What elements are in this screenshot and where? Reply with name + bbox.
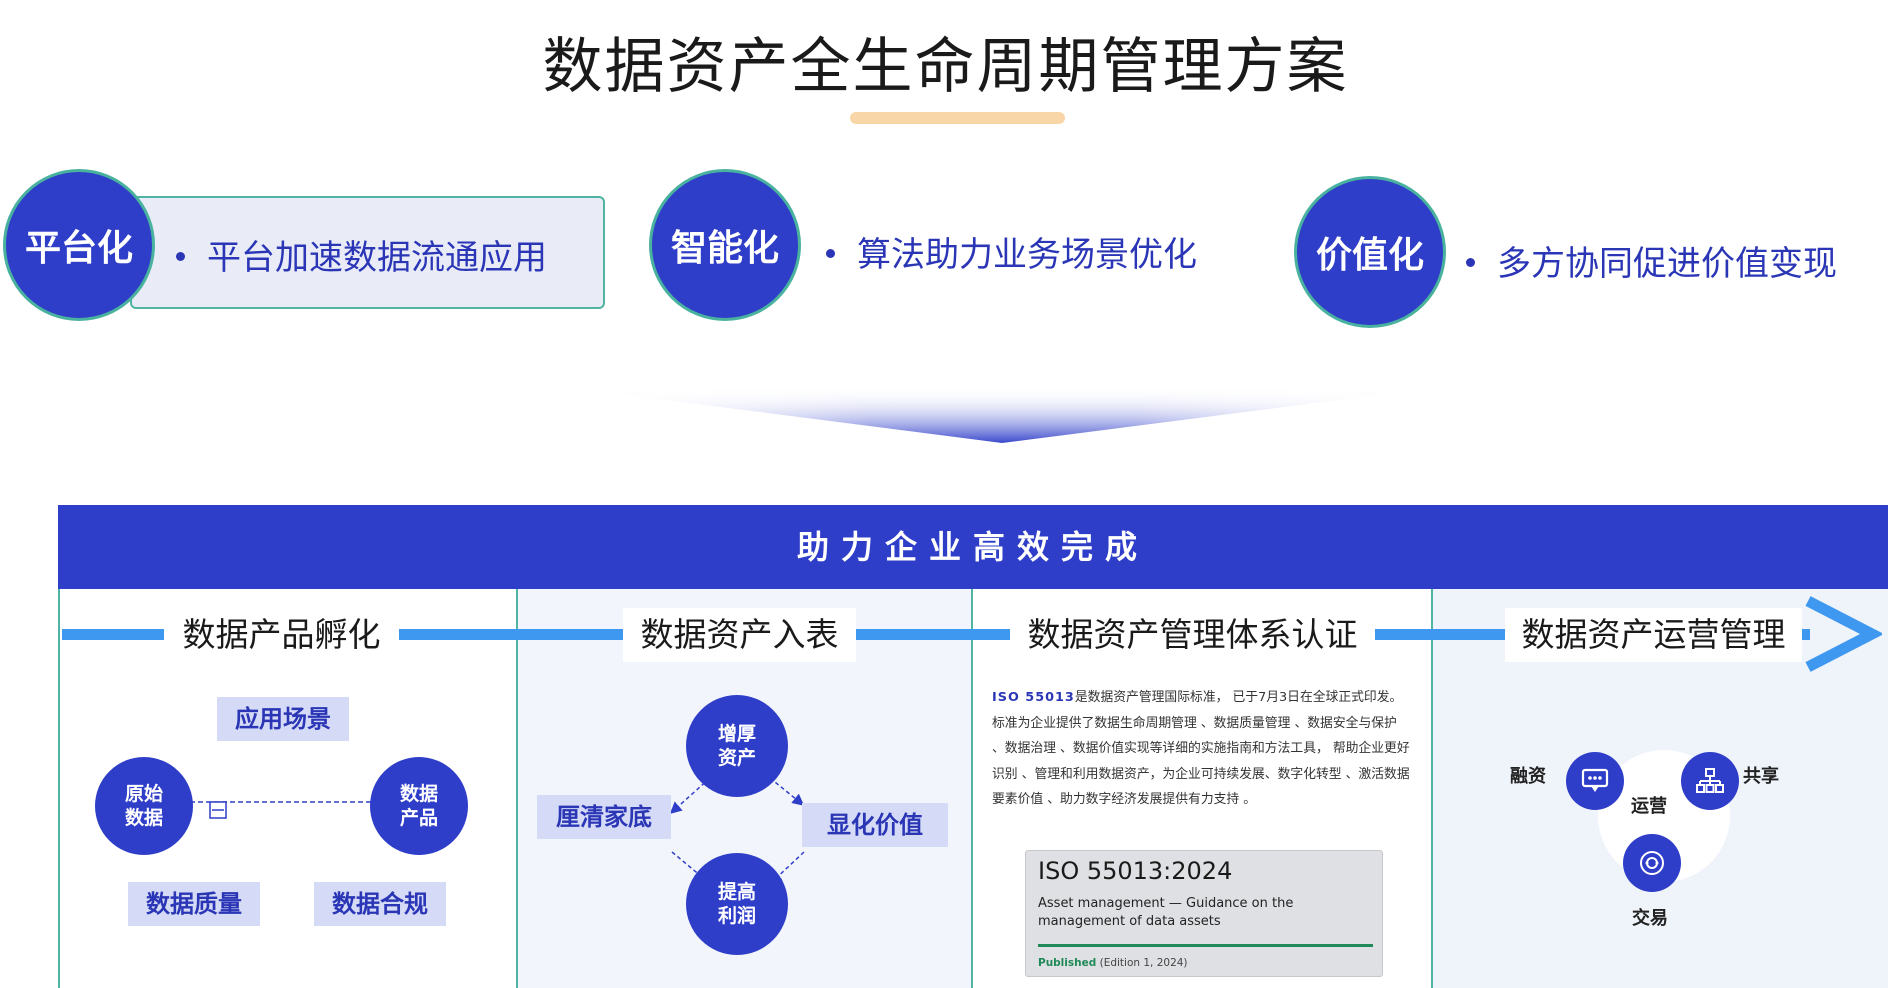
bullet-icon bbox=[176, 251, 185, 261]
feature-circle-platform: 平台化 bbox=[3, 169, 155, 321]
operations-label-financing: 融资 bbox=[1510, 766, 1546, 787]
node-data-product: 数据产品 bbox=[370, 757, 468, 855]
chat-icon bbox=[1566, 752, 1624, 810]
iso-standard-card: ISO 55013:2024 Asset management — Guidan… bbox=[1025, 850, 1383, 977]
step-operations: 数据资产运营管理 bbox=[1505, 608, 1802, 662]
operations-center-label: 运营 bbox=[1631, 796, 1667, 817]
step-accounting: 数据资产入表 bbox=[623, 608, 856, 662]
operations-label-sharing: 共享 bbox=[1743, 766, 1779, 787]
banner-title: 助力企业高效完成 bbox=[58, 505, 1888, 589]
tag-clarify-assets: 厘清家底 bbox=[537, 795, 671, 839]
iso-card-desc: Asset management — Guidance on the manag… bbox=[1038, 896, 1294, 929]
iso-card-status: Published (Edition 1, 2024) bbox=[1038, 957, 1188, 969]
exchange-icon bbox=[1623, 834, 1681, 892]
feature-text-value: 多方协同促进价值变现 bbox=[1466, 236, 1837, 285]
node-increase-profit: 提高利润 bbox=[686, 853, 788, 955]
node-raw-data: 原始数据 bbox=[95, 757, 193, 855]
iso-card-title: ISO 55013:2024 bbox=[1038, 857, 1233, 885]
tag-application-scenario: 应用场景 bbox=[217, 697, 349, 741]
flow-line bbox=[62, 629, 1810, 640]
feature-text-intelligent: 算法助力业务场景优化 bbox=[826, 227, 1197, 276]
tag-data-compliance: 数据合规 bbox=[314, 882, 446, 926]
link-connector bbox=[190, 801, 380, 819]
feature-circle-intelligent: 智能化 bbox=[649, 169, 801, 321]
bullet-icon bbox=[826, 248, 835, 258]
node-increase-assets: 增厚资产 bbox=[686, 695, 788, 797]
step-certification: 数据资产管理体系认证 bbox=[1010, 608, 1375, 662]
step-incubation: 数据产品孵化 bbox=[164, 608, 399, 662]
org-chart-icon bbox=[1681, 752, 1739, 810]
page-title: 数据资产全生命周期管理方案 bbox=[542, 32, 1349, 102]
funnel-arrow-icon bbox=[565, 387, 1440, 443]
feature-circle-value: 价值化 bbox=[1294, 176, 1446, 328]
iso-description: ISO 55013是数据资产管理国际标准， 已于7月3日在全球正式印发。标准为企… bbox=[992, 690, 1410, 807]
operations-label-trading: 交易 bbox=[1632, 908, 1668, 929]
iso-card-divider bbox=[1038, 944, 1373, 947]
title-underline bbox=[850, 112, 1065, 124]
tag-reveal-value: 显化价值 bbox=[802, 803, 948, 847]
feature-box-platform bbox=[130, 196, 605, 309]
flow-arrow-icon bbox=[1805, 596, 1882, 672]
feature-text-platform: 平台加速数据流通应用 bbox=[176, 230, 547, 279]
bullet-icon bbox=[1466, 257, 1475, 267]
tag-data-quality: 数据质量 bbox=[128, 882, 260, 926]
